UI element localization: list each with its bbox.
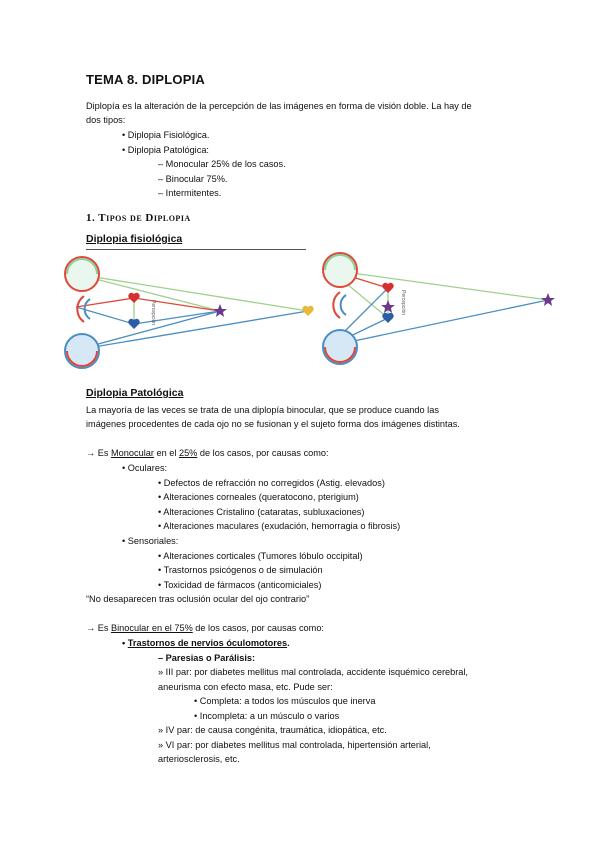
- subsection-heading: Diplopia Patológica: [86, 387, 184, 399]
- list-item: • Toxicidad de fármacos (anticomiciales): [158, 580, 322, 590]
- list-item: » VI par: por diabetes mellitus mal cont…: [158, 740, 431, 750]
- subsection-heading: Diplopia fisiológica: [86, 233, 183, 245]
- page-title: TEMA 8. DIPLOPIA: [86, 72, 206, 87]
- paragraph-line: imágenes procedentes de cada ojo no se f…: [86, 419, 460, 429]
- list-item: • Diplopia Patológica:: [122, 145, 209, 155]
- list-item: • Oculares:: [122, 463, 168, 473]
- star-icon: [213, 304, 227, 317]
- list-item: • Incompleta: a un músculo o varios: [194, 711, 340, 721]
- list-item: arteriosclerosis, etc.: [158, 754, 240, 764]
- note-line: “No desaparecen tras oclusión ocular del…: [86, 594, 310, 604]
- list-item: • Alteraciones corneales (queratocono, p…: [158, 492, 359, 502]
- list-item: • Trastornos de nervios óculomotores.: [122, 638, 290, 648]
- eye-top-icon: [64, 256, 100, 292]
- eye-top-icon: [322, 252, 358, 288]
- section-heading: 1. Tipos de Diplopia: [86, 212, 191, 224]
- list-item: • Alteraciones maculares (exudación, hem…: [158, 521, 401, 531]
- star-icon: [541, 293, 555, 306]
- list-item: • Trastornos psicógenos o de simulación: [158, 565, 323, 575]
- list-item: » III par: por diabetes mellitus mal con…: [158, 667, 468, 677]
- paragraph-line: La mayoría de las veces se trata de una …: [86, 405, 439, 415]
- divider: [86, 249, 306, 250]
- list-item: – Binocular 75%.: [158, 174, 228, 184]
- intro-line-2: dos tipos:: [86, 115, 126, 125]
- eye-bottom-icon: [322, 329, 358, 365]
- monocular-line: → Es Monocular en el 25% de los casos, p…: [86, 448, 329, 458]
- diplopia-diagram-right: Percepción: [322, 252, 555, 365]
- eye-middle-icon: [332, 291, 341, 319]
- diplopia-diagram-left: Percepción: [64, 256, 314, 369]
- sight-lines: [75, 273, 309, 351]
- intro-line-1: Diplopía es la alteración de la percepci…: [86, 101, 472, 111]
- figure-label: Percepción: [150, 300, 156, 325]
- heart-yellow-icon: [302, 305, 314, 316]
- list-item: – Intermitentes.: [158, 188, 222, 198]
- list-item: aneurisma con efecto masa, etc. Pude ser…: [158, 682, 333, 692]
- list-item: » IV par: de causa congénita, traumática…: [158, 725, 387, 735]
- list-item: – Monocular 25% de los casos.: [158, 159, 286, 169]
- eye-bottom-icon: [64, 333, 100, 369]
- list-item: – Paresias o Parálisis:: [158, 653, 256, 663]
- heart-blue-icon: [128, 318, 140, 329]
- binocular-line: → Es Binocular en el 75% de los casos, p…: [86, 623, 324, 633]
- heart-blue-icon: [382, 312, 394, 323]
- eye-middle-icon: [76, 295, 85, 323]
- sight-lines: [329, 269, 549, 347]
- heart-red-icon: [382, 282, 394, 293]
- list-item: • Defectos de refracción no corregidos (…: [158, 478, 385, 488]
- star-icon: [381, 300, 395, 313]
- list-item: • Completa: a todos los músculos que ine…: [194, 696, 376, 706]
- list-item: • Alteraciones Cristalino (cataratas, su…: [158, 507, 365, 517]
- figure-label: Percepción: [400, 290, 406, 315]
- heart-red-icon: [128, 292, 140, 303]
- list-item: • Diplopia Fisiológica.: [122, 130, 210, 140]
- list-item: • Sensoriales:: [122, 536, 179, 546]
- list-item: • Alteraciones corticales (Tumores lóbul…: [158, 551, 363, 561]
